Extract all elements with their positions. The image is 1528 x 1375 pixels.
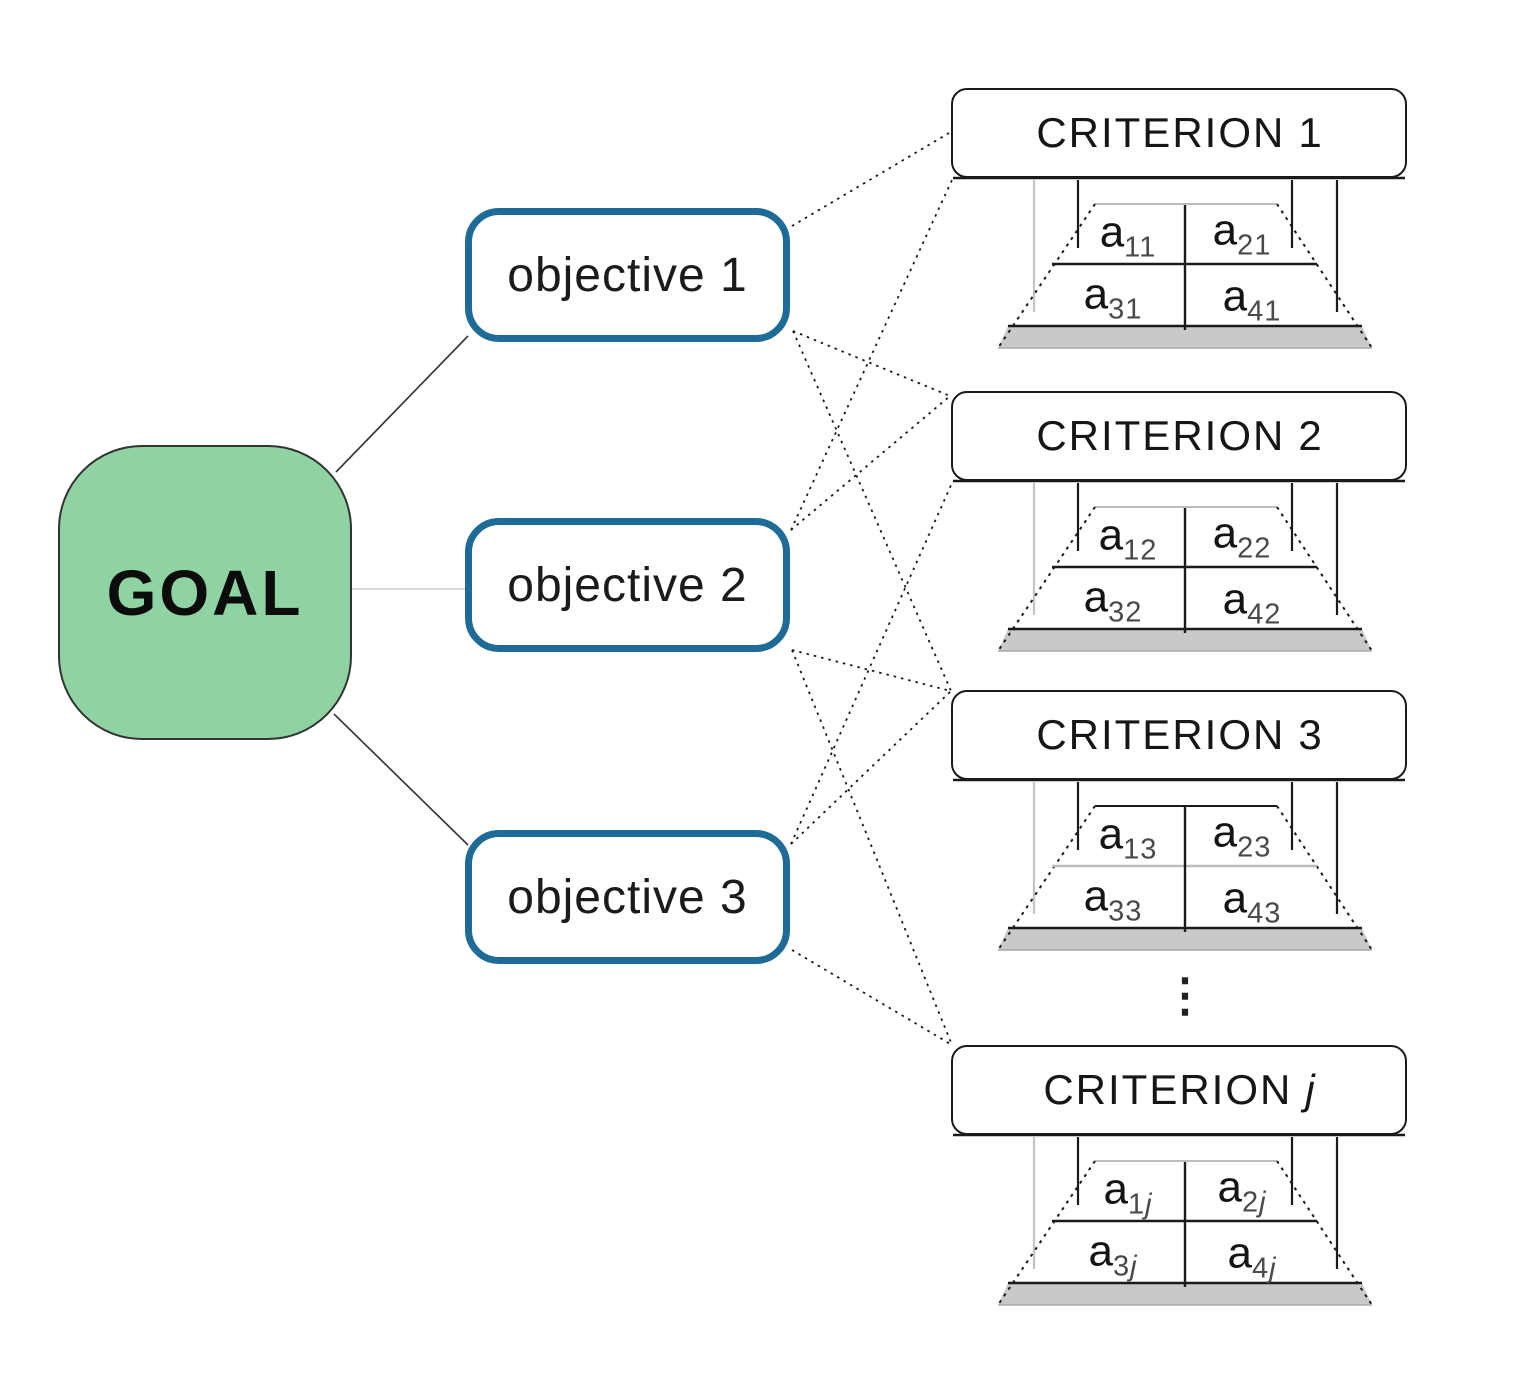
objective-2-node: objective 2	[465, 518, 790, 652]
matrix-cell-42: a42	[1222, 574, 1282, 631]
edge-objective-3-criterion-2	[790, 482, 953, 845]
matrix-cell-23: a23	[1212, 807, 1272, 864]
edge-objective-2-criterion-2	[790, 395, 951, 531]
edge-objective-2-criterion-j	[791, 649, 953, 1046]
edge-objective-1-criterion-1	[791, 132, 950, 227]
criterion-2-unit: CRITERION 2 a12 a22 a32 a42	[951, 391, 1407, 651]
edge-objective-2-criterion-3	[791, 649, 952, 692]
matrix-cell-3j: a3j	[1088, 1226, 1138, 1283]
objective-2-label: objective 2	[507, 558, 748, 612]
criterion-j-unit: CRITERION j a1j a2j a3j a4j	[951, 1045, 1407, 1305]
matrix-cell-32: a32	[1083, 572, 1143, 629]
matrix-cell-12: a12	[1098, 510, 1158, 567]
criterion-j-index: j	[1305, 1066, 1315, 1113]
criterion-3-index: 3	[1298, 711, 1322, 758]
goal-label: GOAL	[106, 556, 304, 629]
criterion-3-title: CRITERION	[1036, 711, 1286, 758]
objective-3-node: objective 3	[465, 830, 790, 964]
criterion-1-box: CRITERION 1	[951, 88, 1407, 178]
comparison-table-graphic	[953, 479, 1405, 652]
edge-objective-1-criterion-2	[792, 330, 951, 397]
matrix-cell-2j: a2j	[1217, 1162, 1267, 1219]
criterion-1-title: CRITERION	[1036, 109, 1286, 156]
criterion-2-box: CRITERION 2	[951, 391, 1407, 481]
matrix-cell-33: a33	[1083, 871, 1143, 928]
criterion-2-index: 2	[1298, 412, 1322, 459]
comparison-table-graphic	[953, 778, 1405, 951]
criterion-1-unit: CRITERION 1 a11 a21 a31 a41	[951, 88, 1407, 348]
criterion-j-box: CRITERION j	[951, 1045, 1407, 1135]
criterion-2-title: CRITERION	[1036, 412, 1286, 459]
criterion-1-index: 1	[1298, 109, 1322, 156]
matrix-cell-21: a21	[1212, 205, 1272, 262]
comparison-table-graphic	[953, 176, 1405, 349]
objective-1-node: objective 1	[465, 208, 790, 342]
edge-objective-3-criterion-3	[790, 690, 952, 845]
objective-3-label: objective 3	[507, 870, 748, 924]
matrix-cell-22: a22	[1212, 508, 1272, 565]
criterion-3-box: CRITERION 3	[951, 690, 1407, 780]
criterion-3-unit: CRITERION 3 a13 a23 a33 a43	[951, 690, 1407, 950]
matrix-cell-1j: a1j	[1103, 1164, 1153, 1221]
edge-goal-objective-3	[333, 713, 469, 846]
matrix-cell-13: a13	[1098, 809, 1158, 866]
edge-objective-1-criterion-3	[792, 330, 952, 692]
matrix-cell-41: a41	[1222, 271, 1282, 328]
edge-goal-objective-1	[335, 335, 469, 473]
goal-node: GOAL	[58, 445, 352, 740]
matrix-cell-43: a43	[1222, 873, 1282, 930]
comparison-table-graphic	[953, 1133, 1405, 1306]
edge-objective-3-criterion-j	[791, 949, 953, 1046]
matrix-cell-4j: a4j	[1227, 1228, 1277, 1285]
objective-1-label: objective 1	[507, 248, 748, 302]
edge-objective-2-criterion-1	[790, 179, 953, 531]
criterion-j-title: CRITERION	[1043, 1066, 1293, 1113]
matrix-cell-31: a31	[1083, 269, 1143, 326]
matrix-cell-11: a11	[1099, 207, 1157, 264]
vertical-ellipsis: ⋮	[1162, 969, 1208, 1021]
